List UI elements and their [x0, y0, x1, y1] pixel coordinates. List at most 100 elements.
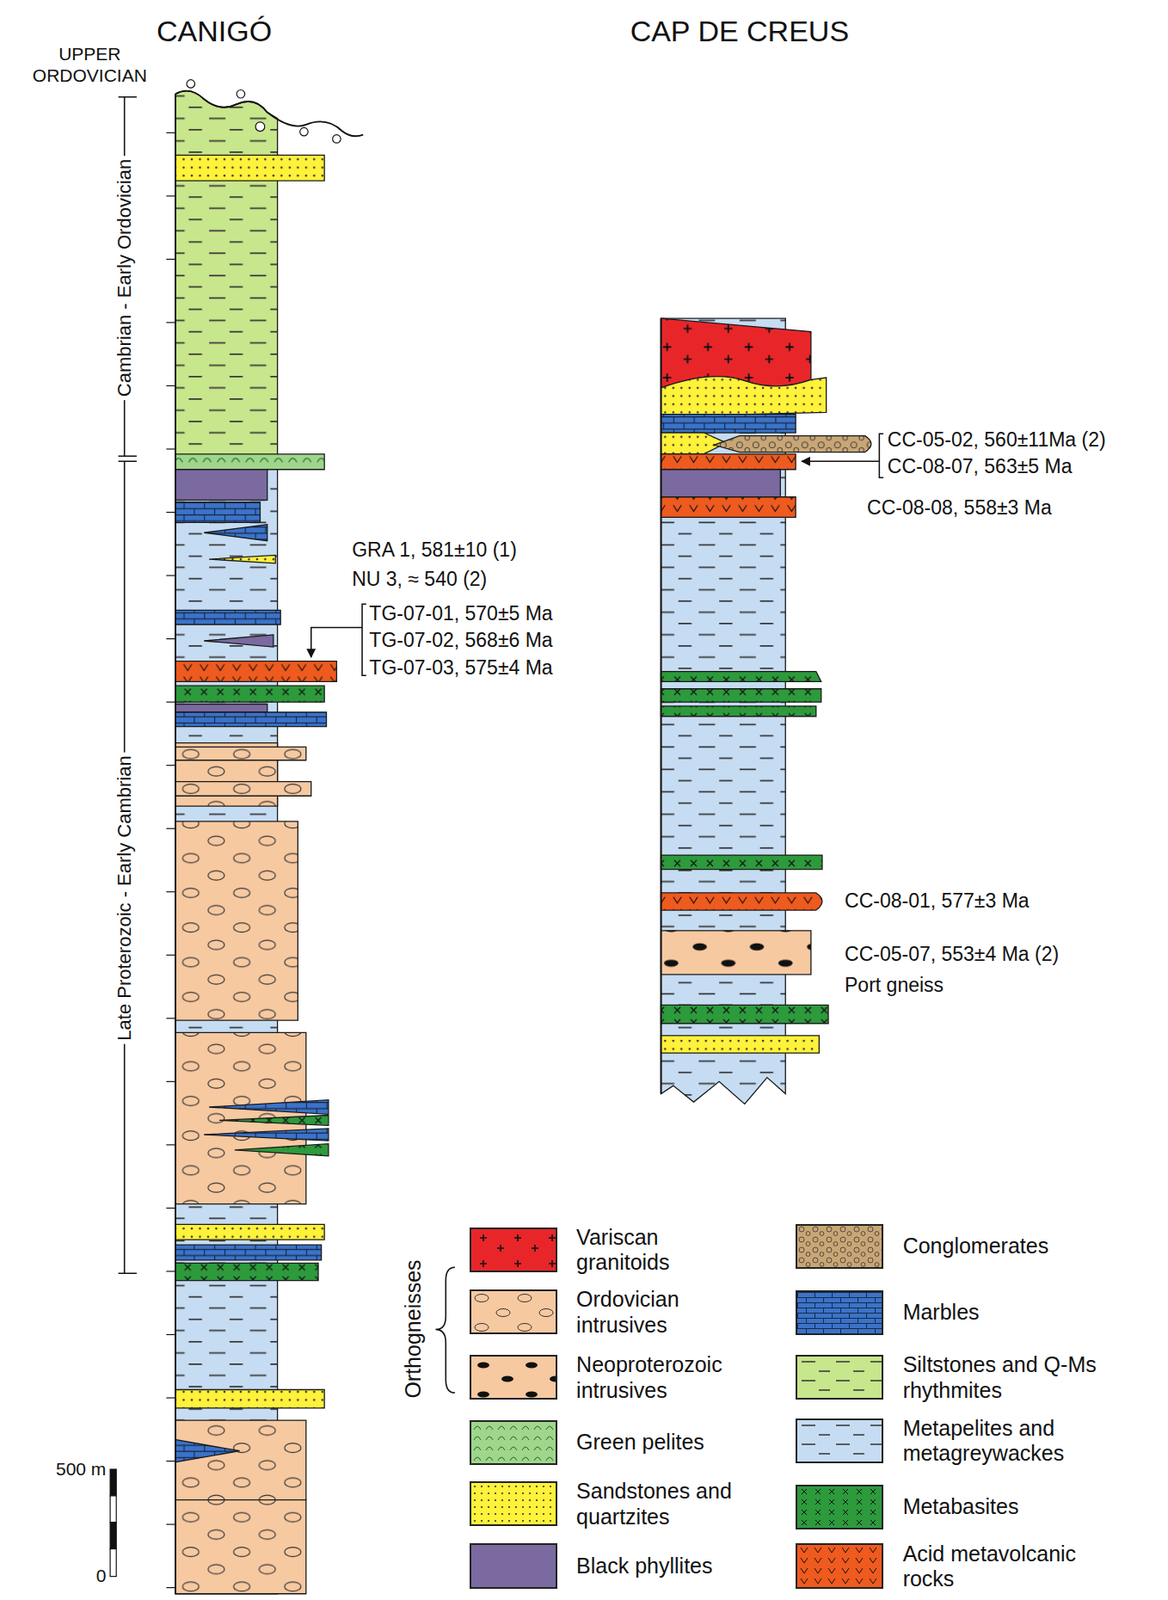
unit-pattern — [661, 318, 812, 388]
unit-pattern — [175, 154, 325, 181]
unit-pattern — [175, 661, 337, 683]
unit-pattern — [175, 746, 307, 760]
tick-mark — [165, 891, 176, 892]
unit-outline — [175, 502, 260, 523]
sample-label: Port gneiss — [844, 973, 944, 998]
rock-unit — [175, 661, 337, 683]
swatch-texture — [471, 1482, 558, 1526]
unit-outline — [203, 524, 268, 541]
unit-fill — [175, 502, 260, 523]
tick-mark — [165, 764, 176, 766]
swatch-texture — [471, 1421, 558, 1465]
unit-outline — [175, 1439, 240, 1463]
rock-unit — [175, 469, 268, 501]
label-wrapper: Late Proterozoic - Early Cambrian — [112, 751, 136, 1044]
unit-pattern — [175, 712, 327, 727]
unit-fill — [661, 706, 817, 717]
unit-outline — [175, 1262, 319, 1280]
unit-outline — [203, 1128, 329, 1141]
unit-outline — [209, 554, 276, 563]
legend-text: Siltstones and Q-Ms rhythmites — [903, 1352, 1110, 1403]
swatch-pattern — [471, 1229, 558, 1273]
unit-fill — [661, 432, 727, 455]
sample-label: TG-07-02, 568±6 Ma — [368, 628, 553, 653]
unit-fill — [713, 436, 872, 453]
unit-fill — [175, 1420, 307, 1500]
legend-text: Marbles — [903, 1300, 1110, 1327]
swatch-texture — [471, 1356, 558, 1400]
legend-swatch — [469, 1227, 558, 1273]
swatch-pattern — [471, 1482, 558, 1526]
unit-outline — [661, 706, 817, 717]
label-wrapper: TG-07-02, 568±6 Ma — [368, 628, 553, 653]
unit-outline — [175, 704, 268, 713]
unit-fill — [175, 91, 278, 460]
unit-fill — [661, 892, 823, 910]
tick-mark — [165, 828, 176, 830]
rock-unit — [203, 524, 268, 541]
pebbles — [186, 79, 341, 144]
unit-fill — [661, 1004, 830, 1023]
unit-fill — [175, 781, 312, 797]
rock-unit — [175, 91, 278, 460]
legend-entry: Metabasites — [903, 1493, 1110, 1520]
unit-pattern — [175, 1244, 322, 1261]
swatch-texture — [797, 1486, 884, 1530]
rock-unit — [661, 930, 812, 975]
sample-label: CC-08-07, 563±5 Ma — [887, 454, 1073, 480]
unit-outline — [175, 1223, 325, 1240]
unit-fill — [661, 497, 797, 518]
legend-text: Black phyllites — [576, 1553, 749, 1580]
rock-unit — [661, 892, 823, 910]
unit-fill — [234, 1143, 329, 1156]
rock-unit — [219, 1114, 329, 1125]
tick-mark — [165, 1143, 176, 1145]
swatch-pattern — [797, 1420, 884, 1464]
pebble — [236, 90, 245, 99]
unit-outline — [175, 1389, 325, 1408]
unit-fill — [175, 821, 298, 1021]
unit-fill — [175, 712, 327, 727]
label-wrapper: CC-05-02, 560±11Ma (2) — [887, 429, 1107, 454]
unit-pattern — [713, 436, 872, 453]
unit-fill — [175, 1499, 307, 1594]
legend-text: Neoproterozoic intrusives — [576, 1352, 749, 1403]
swatch-texture — [797, 1291, 884, 1335]
unit-fill — [661, 469, 781, 498]
unit-pattern — [175, 821, 298, 1021]
legend-swatch — [795, 1484, 884, 1530]
unit-fill — [175, 685, 325, 702]
rock-unit — [661, 318, 812, 388]
unit-outline — [234, 1143, 329, 1156]
unit-outline — [175, 781, 312, 797]
tick-mark — [165, 638, 176, 640]
unit-fill — [175, 746, 307, 760]
label-wrapper: CC-08-07, 563±5 Ma — [887, 454, 1073, 480]
annotations — [110, 79, 884, 1577]
swatch-texture — [471, 1229, 558, 1273]
unit-outline — [175, 712, 327, 727]
legend-swatch — [795, 1223, 884, 1269]
scale-segment — [110, 1469, 117, 1496]
unit-fill — [209, 554, 276, 563]
unit-pattern — [661, 688, 822, 702]
unit-fill — [661, 414, 797, 433]
legend-entry: Green pelites — [576, 1429, 749, 1456]
swatch-pattern — [797, 1356, 884, 1400]
unit-outline — [661, 432, 727, 455]
unit-outline — [175, 661, 337, 683]
rock-unit — [175, 1420, 307, 1500]
tick-mark — [165, 1207, 176, 1209]
rock-unit — [203, 634, 274, 647]
label-wrapper: CC-05-07, 553±4 Ma (2) — [844, 942, 1059, 967]
tick-mark — [165, 321, 176, 323]
unit-pattern — [209, 1100, 329, 1115]
tick-mark — [165, 1333, 176, 1335]
unit-outline — [661, 1004, 830, 1023]
unit-outline — [661, 671, 822, 683]
legend-entry: Variscan granitoids — [576, 1223, 749, 1275]
sample-label: CC-08-08, 558±3 Ma — [866, 496, 1052, 521]
unit-pattern — [203, 1128, 329, 1141]
pebble — [186, 79, 195, 88]
unit-fill — [203, 634, 274, 647]
